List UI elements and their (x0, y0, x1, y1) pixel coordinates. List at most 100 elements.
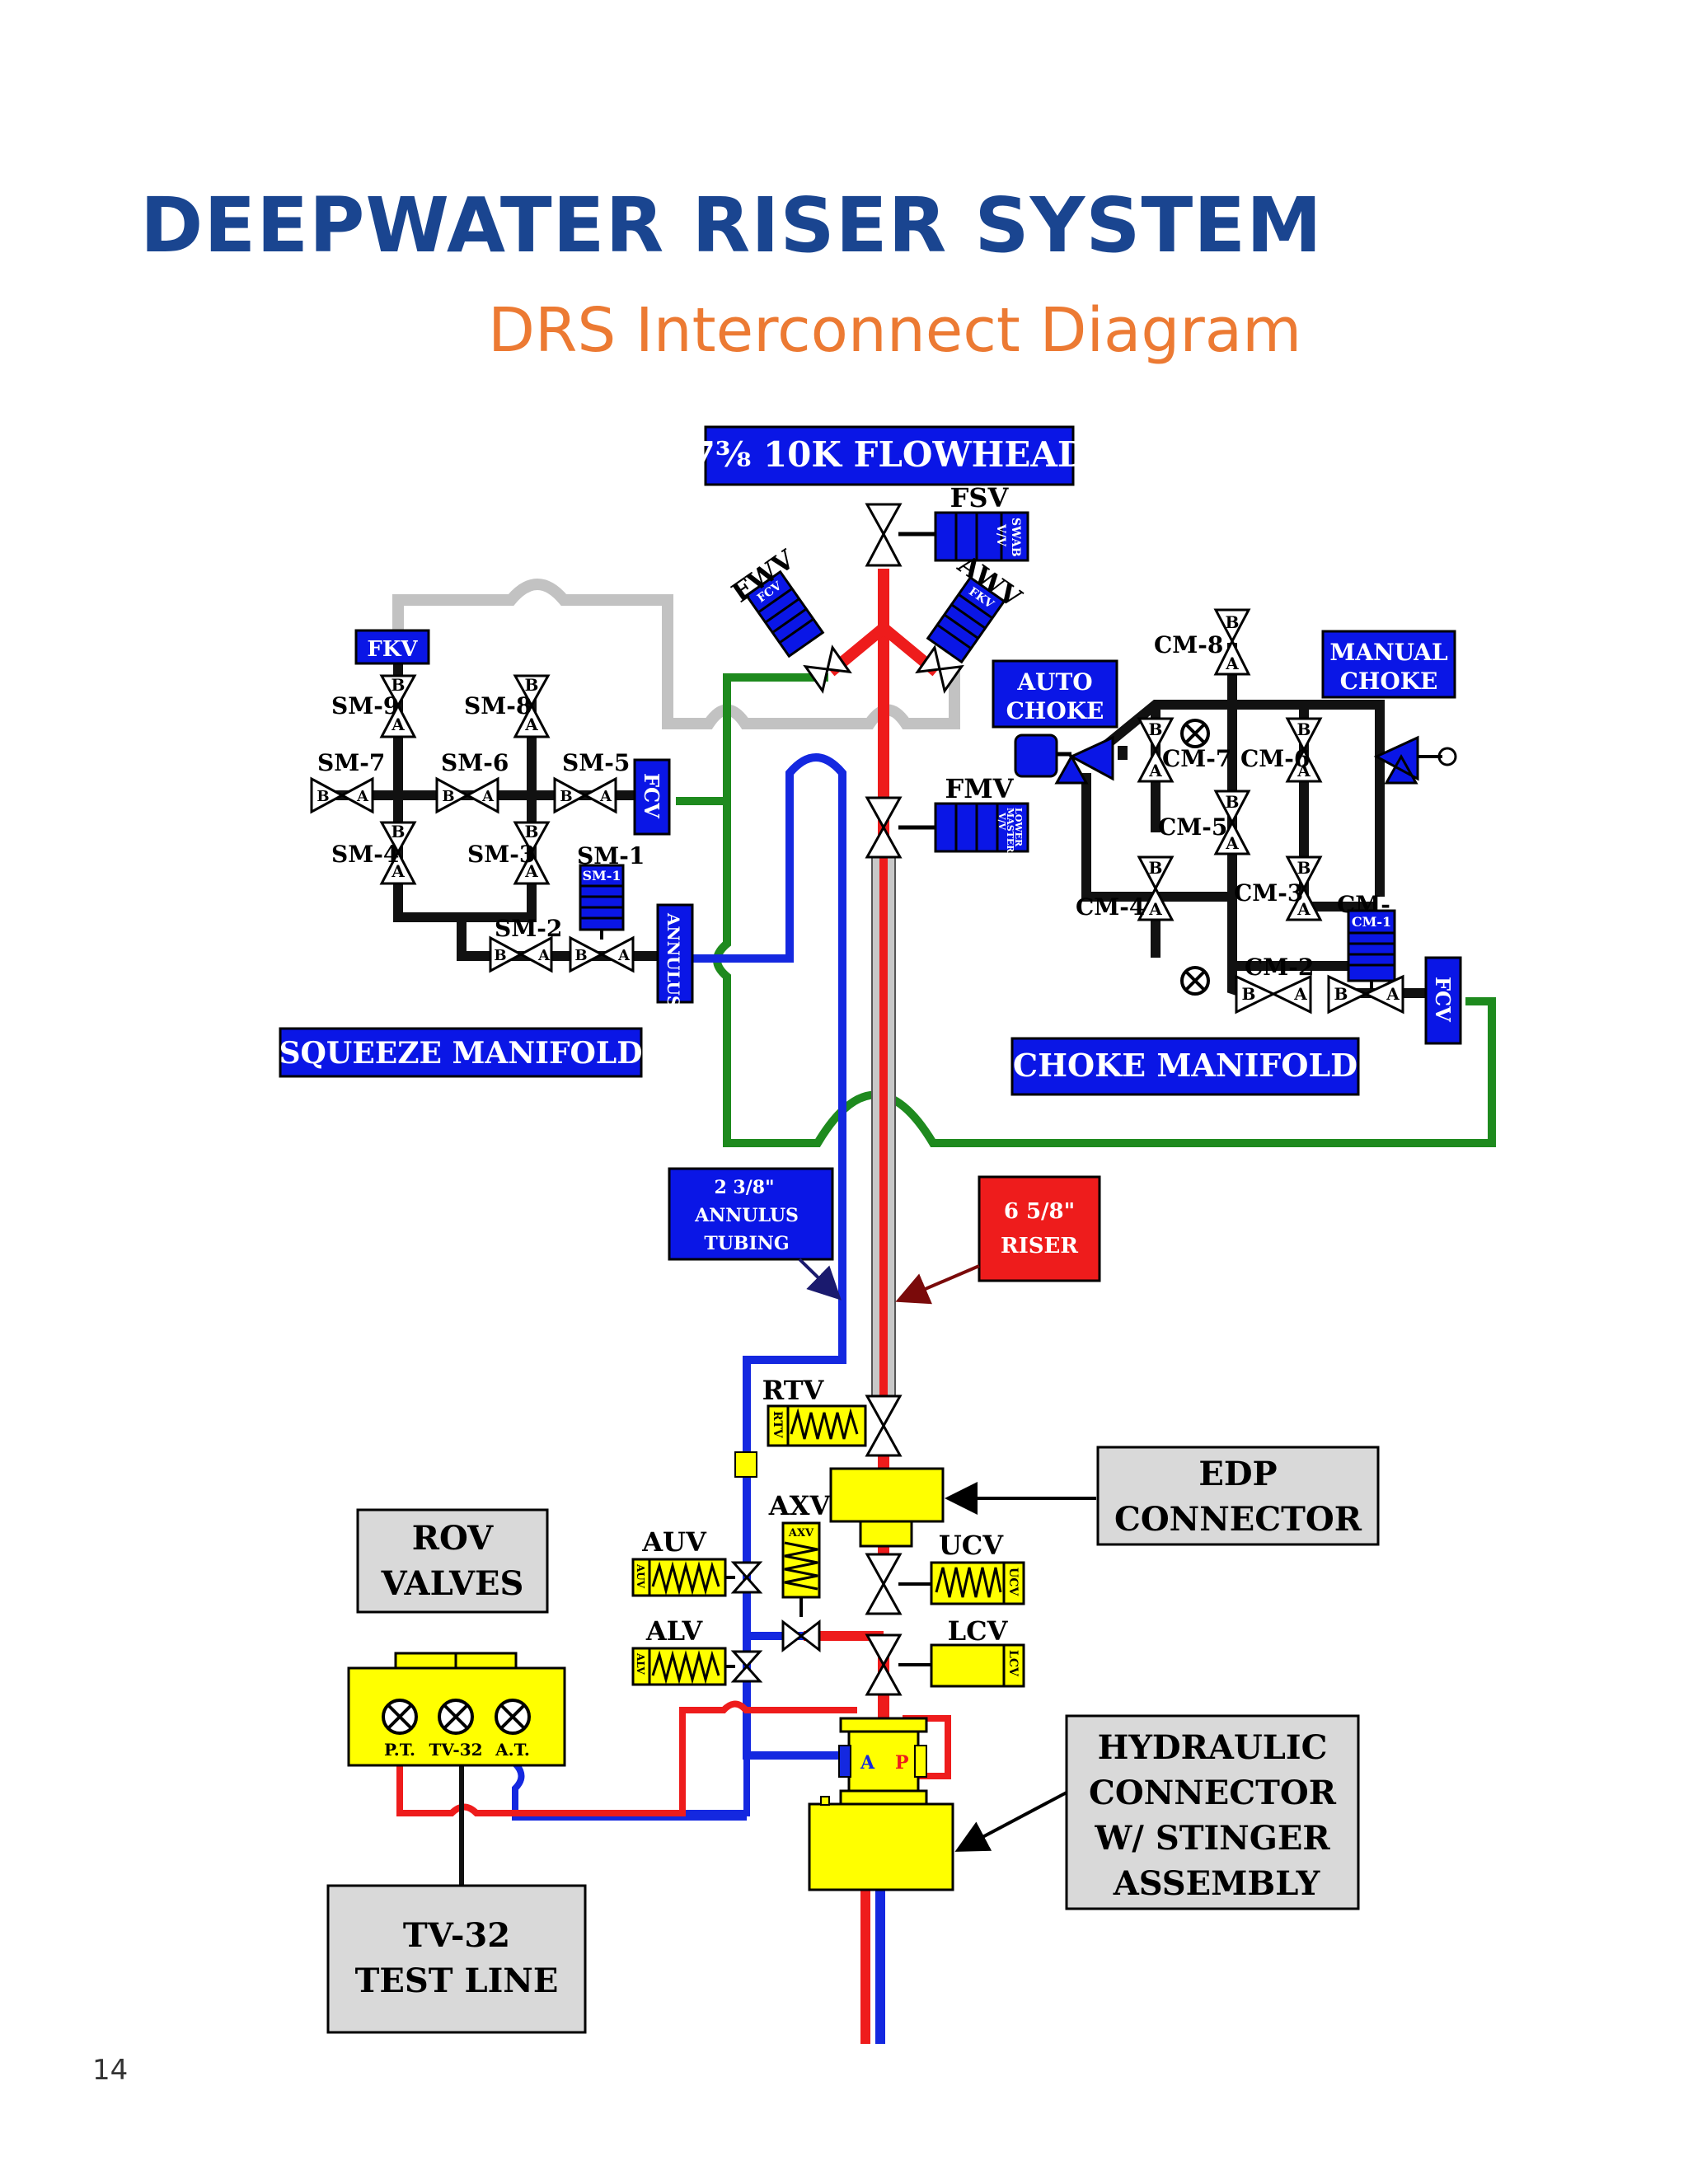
sq-fcv-label: FCV (640, 773, 663, 818)
squeeze-manifold-banner (279, 1027, 643, 1078)
ucv-act-label: UCV (1006, 1568, 1020, 1596)
subsea-stack: RTV RTV EDP CONNECTOR AXV AXV AUV AUV AL… (631, 1375, 1380, 1910)
fmv-act-line1: LOWER (1013, 808, 1024, 847)
hydraulic-connector-box (1065, 1714, 1360, 1910)
cm1-act-label: CM-1 (1352, 914, 1391, 930)
sm3-valve-icon: BA (513, 821, 551, 885)
flowhead-banner (704, 425, 1075, 486)
rov-section: ROV VALVES P.T. TV-32 A.T. TV-32 TEST LI… (326, 1508, 587, 2034)
auto-choke-line1: AUTO (1016, 668, 1092, 696)
svg-text:B: B (560, 788, 572, 805)
hyd-bottom-plate (839, 1789, 928, 1806)
svg-text:B: B (1297, 719, 1311, 739)
sm1-label: SM-1 (577, 842, 645, 869)
cm4-label: CM-4 (1076, 893, 1145, 921)
cm7-valve-icon: BA (1137, 717, 1175, 783)
svg-text:A: A (1296, 899, 1311, 919)
svg-text:B: B (442, 788, 454, 805)
annulus-tubing-arrow (798, 1258, 842, 1301)
auv-label: AUV (641, 1526, 707, 1558)
gray-kill-line (392, 579, 960, 729)
cm4-valve-icon: BA (1137, 855, 1175, 921)
cm2-label: CM-2 (1245, 954, 1314, 981)
cm5-label: CM-5 (1158, 813, 1227, 841)
hyd-body (808, 1802, 954, 1891)
svg-text:A: A (537, 947, 551, 964)
cm5-valve-icon: BA (1213, 790, 1251, 855)
svg-text:B: B (494, 947, 506, 964)
ucv-label: UCV (939, 1530, 1004, 1561)
svg-text:B: B (1242, 984, 1256, 1004)
cm8-valve-icon: BA (1213, 608, 1251, 676)
tv32-test-line-box (326, 1884, 587, 2034)
edp-line2: CONNECTOR (1114, 1500, 1362, 1539)
manual-choke-box (1321, 630, 1456, 699)
axv-spring-icon (784, 1541, 818, 1591)
fsv-act-line1: SWAB (1009, 518, 1022, 557)
cm3-label: CM-3 (1234, 879, 1303, 907)
svg-text:A: A (1293, 984, 1307, 1004)
annulus-tubing-line3: TUBING (704, 1233, 789, 1254)
rov-valves-box (356, 1508, 549, 1614)
svg-text:B: B (574, 947, 587, 964)
sq-fcv-box (633, 758, 671, 836)
riser-line2: RISER (1001, 1234, 1078, 1258)
svg-text:B: B (1226, 612, 1240, 632)
svg-text:B: B (525, 675, 539, 695)
hyd-line2: CONNECTOR (1089, 1774, 1337, 1812)
tubing-callouts: 2 3/8" ANNULUS TUBING 6 5/8" RISER (668, 1167, 1101, 1305)
sm5-label: SM-5 (562, 749, 630, 776)
cm8-label: CM-8 (1154, 631, 1223, 658)
alv-spring-icon (651, 1650, 720, 1685)
fmv-act-line2: MASTER (1005, 808, 1015, 853)
tv32-line1: TV-32 (403, 1916, 510, 1955)
page-subtitle: DRS Interconnect Diagram (488, 295, 1302, 366)
svg-text:A: A (617, 947, 631, 964)
squeeze-manifold-title: SQUEEZE MANIFOLD (279, 1036, 643, 1071)
rov-line1: ROV (412, 1519, 494, 1558)
manual-choke-line1: MANUAL (1329, 639, 1448, 666)
rov-panel-label-at: A.T. (495, 1740, 530, 1760)
edp-neck (859, 1520, 913, 1548)
tv32-red-line (396, 1700, 857, 1816)
ch-fcv-box (1424, 956, 1462, 1045)
lcv-act-label: LCV (1006, 1650, 1020, 1677)
auto-choke-line2: CHOKE (1006, 697, 1104, 724)
annulus-tubing-line2: ANNULUS (694, 1205, 799, 1226)
axv-valve-icon (781, 1619, 821, 1653)
cm7-label: CM-7 (1162, 745, 1231, 772)
sm4-valve-icon: BA (379, 821, 417, 885)
choke-manifold-title: CHOKE MANIFOLD (1013, 1047, 1357, 1084)
cm-plug-upper-icon (1180, 719, 1210, 748)
sm3-label: SM-3 (467, 841, 535, 868)
auto-choke-valve-icon (1054, 735, 1114, 785)
sm1-act-label: SM-1 (582, 868, 621, 883)
svg-text:B: B (525, 822, 539, 841)
pt-valve-icon (382, 1699, 418, 1735)
fkv-box (354, 629, 430, 665)
choke-manifold: BA CM-8 AUTO CHOKE MANUAL CHOKE BA CM-7 … (992, 608, 1462, 1096)
hyd-port-a: A (860, 1752, 875, 1774)
sm8-valve-icon: BA (513, 674, 551, 738)
svg-text:B: B (1149, 858, 1163, 878)
svg-text:A: A (391, 861, 405, 881)
sm4-label: SM-4 (331, 841, 399, 868)
choke-manifold-banner (1010, 1037, 1360, 1096)
tv32-blue-line-b (512, 1788, 747, 1821)
manual-choke-line2: CHOKE (1340, 668, 1438, 695)
page-number: 14 (92, 2054, 129, 2087)
edp-body (829, 1467, 945, 1523)
svg-text:A: A (391, 715, 405, 734)
at-valve-icon (495, 1699, 531, 1735)
fsv-valve-icon (865, 503, 903, 567)
svg-text:A: A (524, 861, 538, 881)
rtv-act-label: RTV (771, 1411, 784, 1439)
auv-valve-icon (730, 1561, 763, 1594)
svg-text:B: B (392, 675, 406, 695)
